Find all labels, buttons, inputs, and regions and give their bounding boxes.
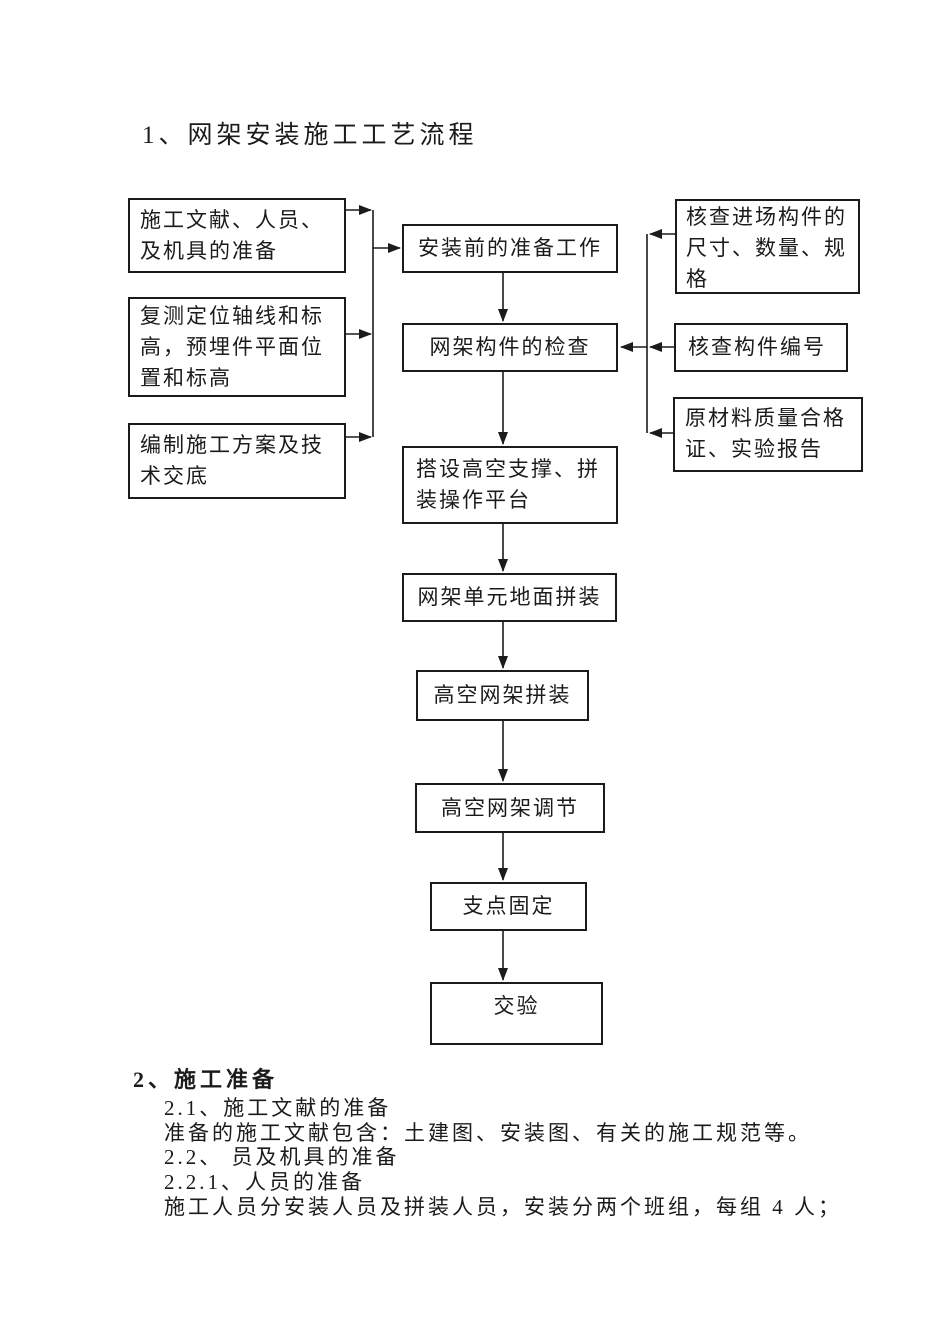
- section2-line-1: 2.1、施工文献的准备: [164, 1096, 392, 1120]
- flow-step-high-altitude-assembly: 高空网架拼装: [416, 670, 589, 721]
- section2-line-5: 施工人员分安装人员及拼装人员，安装分两个班组，每组 4 人；: [164, 1194, 842, 1219]
- flow-box-documents-personnel-prep: 施工文献、人员、及机具的准备: [128, 198, 346, 273]
- flow-step-pre-install-preparation: 安装前的准备工作: [402, 224, 618, 273]
- section2-line-4: 2.2.1、人员的准备: [164, 1170, 365, 1195]
- flow-step-acceptance: 交验: [430, 982, 603, 1045]
- flow-box-resurvey-axis-elevation: 复测定位轴线和标高，预埋件平面位置和标高: [128, 297, 346, 397]
- flow-step-ground-assembly: 网架单元地面拼装: [402, 573, 617, 622]
- section2-body: 2.1、施工文献的准备 准备的施工文献包含：土建图、安装图、有关的施工规范等。 …: [164, 1096, 842, 1220]
- flow-step-fulcrum-fixing: 支点固定: [430, 882, 587, 931]
- flow-step-high-altitude-adjustment: 高空网架调节: [415, 783, 605, 833]
- section2-line-2: 准备的施工文献包含：土建图、安装图、有关的施工规范等。: [164, 1120, 812, 1145]
- flow-step-erect-support-platform: 搭设高空支撑、拼装操作平台: [402, 446, 618, 524]
- section1-heading: 1、网架安装施工工艺流程: [142, 122, 478, 149]
- flow-box-construction-plan: 编制施工方案及技术交底: [128, 423, 346, 499]
- flow-step-component-inspection: 网架构件的检查: [402, 323, 618, 372]
- flow-box-check-component-number: 核查构件编号: [674, 323, 848, 372]
- section2: 2、施工准备 2.1、施工文献的准备 准备的施工文献包含：土建图、安装图、有关的…: [133, 1066, 842, 1220]
- section2-heading: 2、施工准备: [133, 1067, 279, 1092]
- flow-box-material-certificates: 原材料质量合格证、实验报告: [673, 397, 863, 472]
- flow-connector-lines: [344, 205, 675, 981]
- flow-box-check-size-quantity-spec: 核查进场构件的尺寸、数量、规格: [675, 199, 860, 294]
- section2-line-3: 2.2、 员及机具的准备: [164, 1145, 400, 1170]
